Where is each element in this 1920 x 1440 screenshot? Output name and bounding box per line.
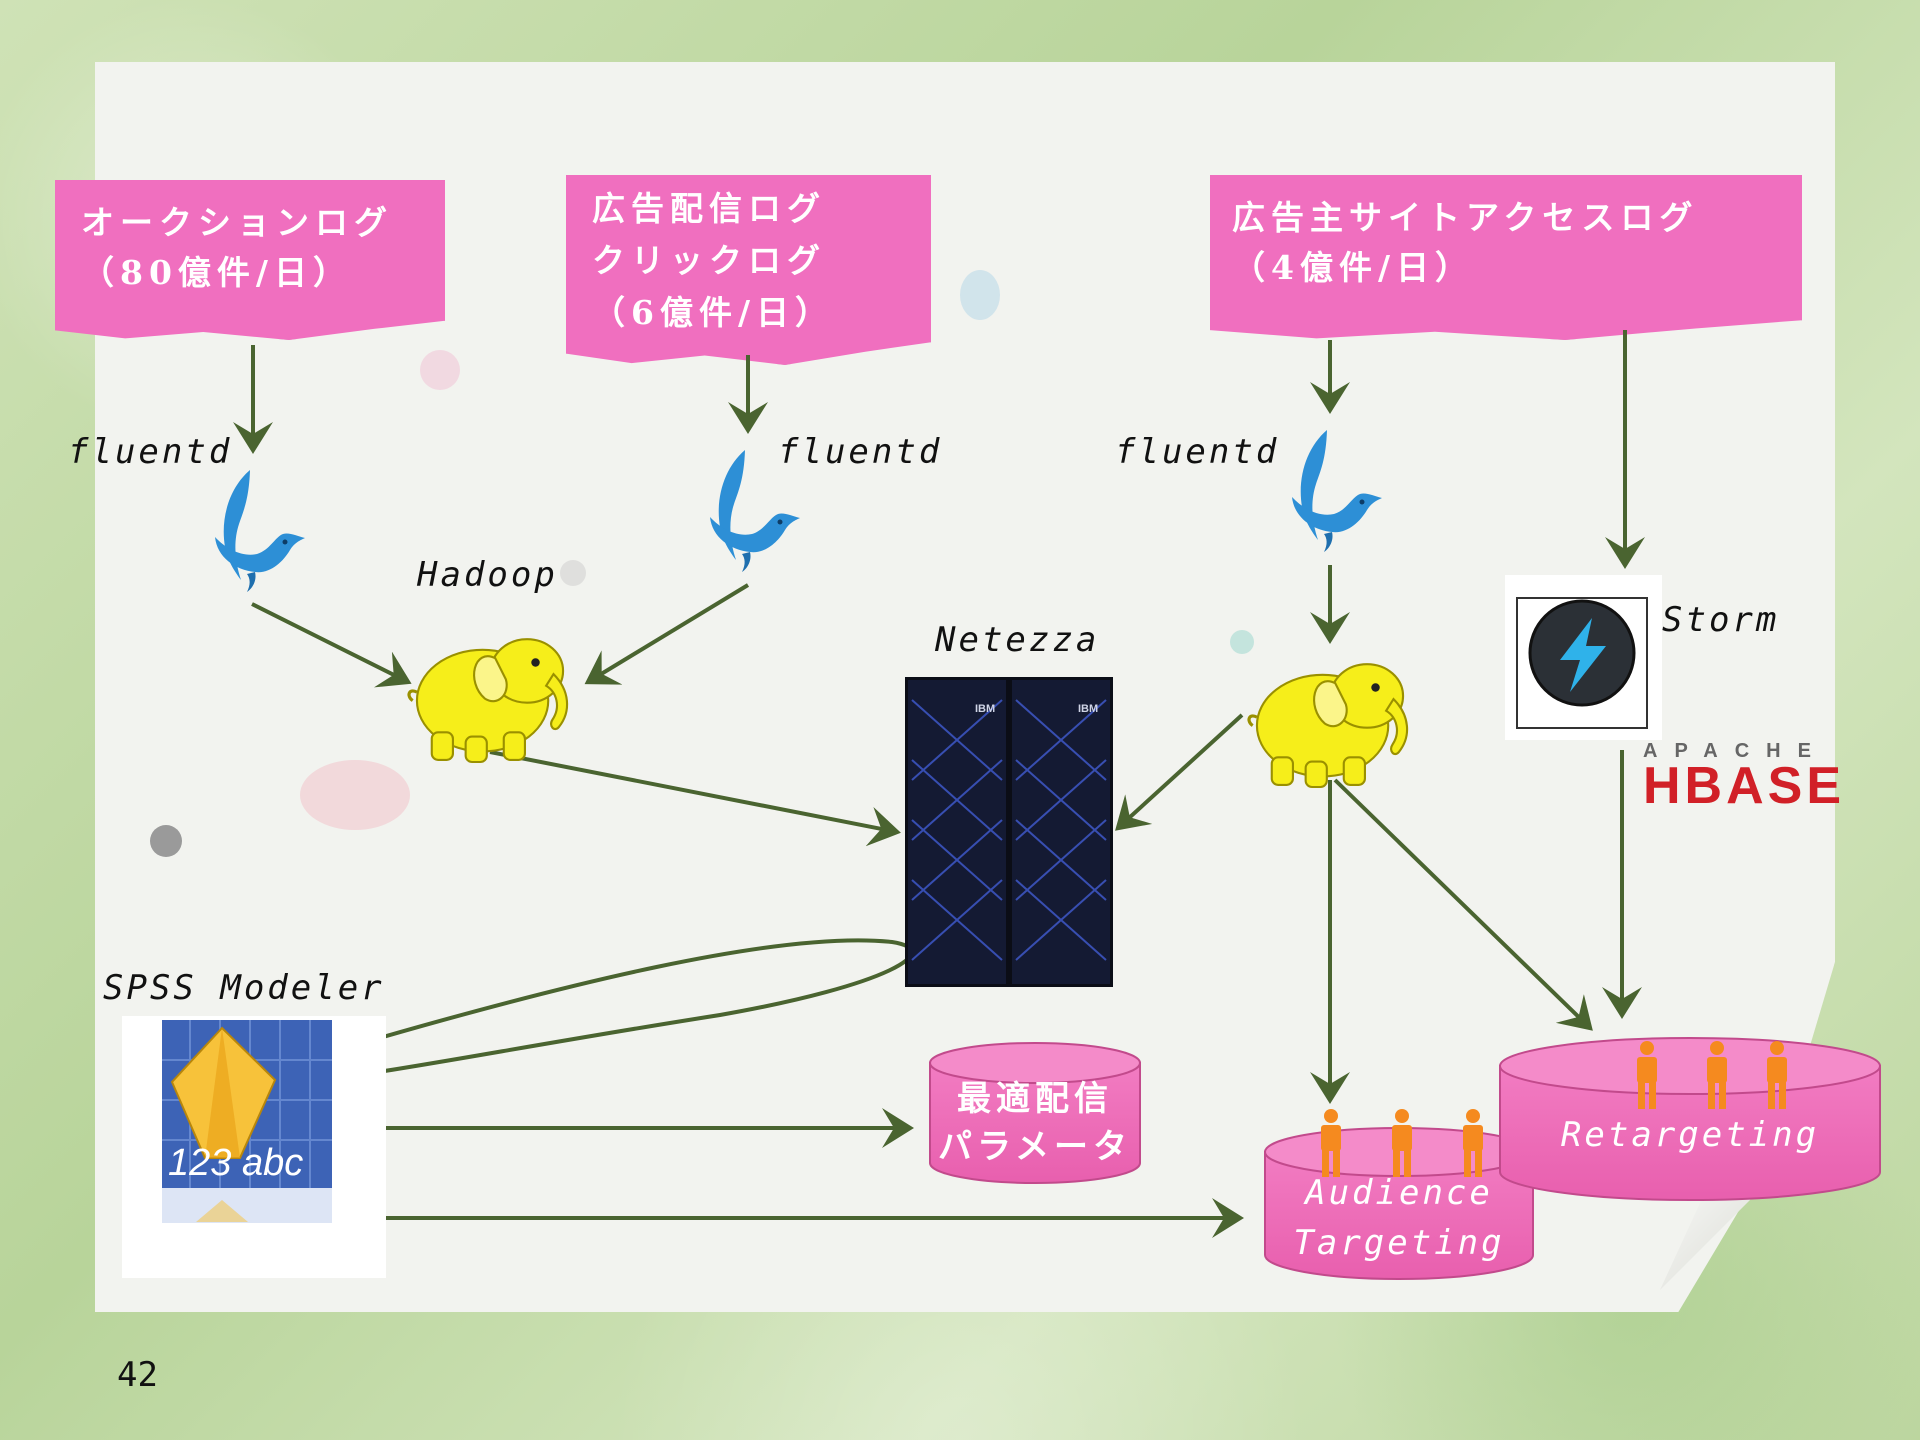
- ink-splat: [960, 270, 1000, 320]
- flow-arrows: [233, 330, 1645, 1238]
- ink-splat: [560, 560, 586, 586]
- db-params-label: 最適配信 パラメータ: [930, 1075, 1140, 1171]
- log-source-advertiser-title: 広告主サイトアクセスログ: [1232, 198, 1699, 237]
- log-source-advertiser-site: 広告主サイトアクセスログ （4億件/日）: [1210, 175, 1802, 340]
- hadoop-elephant-icon: [1247, 662, 1409, 789]
- fluentd-label-1: fluentd: [68, 432, 233, 472]
- ink-splat: [300, 760, 410, 830]
- log-source-ad-delivery: 広告配信ログ クリックログ （6億件/日）: [566, 175, 931, 365]
- netezza-server-icon: IBM IBM: [905, 677, 1113, 987]
- db-params-line2: パラメータ: [938, 1127, 1132, 1167]
- ink-splat: [1230, 630, 1254, 654]
- log-source-click-title: クリックログ: [592, 241, 826, 280]
- fluentd-bird-icon: [1292, 430, 1382, 552]
- storm-lightning-icon: [1505, 575, 1662, 740]
- ink-splat: [150, 825, 182, 857]
- fluentd-label-3: fluentd: [1115, 432, 1280, 472]
- db-audience-label: Audience Targeting: [1265, 1168, 1533, 1268]
- arrow-hadoop-to-netezza: [489, 750, 901, 847]
- spss-modeler-icon: 123 abc: [122, 1016, 386, 1278]
- fluentd-bird-icon: [215, 470, 305, 592]
- storm-label: Storm: [1662, 600, 1780, 640]
- log-source-auction-title: オークションログ: [81, 203, 393, 242]
- arrow-netezza-spss-loop: [344, 938, 914, 1092]
- db-audience-line1: Audience: [1305, 1173, 1493, 1213]
- hadoop-elephant-icon: [407, 637, 569, 764]
- netezza-brand-label: IBM: [1078, 703, 1098, 715]
- fluentd-label-2: fluentd: [778, 432, 943, 472]
- db-params-line1: 最適配信: [957, 1079, 1113, 1119]
- hadoop-label: Hadoop: [417, 555, 558, 595]
- netezza-brand-label: IBM: [975, 703, 995, 715]
- page-number: 42: [117, 1355, 158, 1395]
- log-source-auction-count: （80億件/日）: [81, 253, 352, 292]
- arrow-fluentd2-to-hadoop: [584, 583, 750, 685]
- db-retargeting-label: Retargeting: [1560, 1115, 1820, 1155]
- hbase-logo-main: HBASE: [1643, 757, 1846, 815]
- hbase-logo: APACHE HBASE: [1643, 740, 1868, 815]
- hbase-logo-top: APACHE: [1643, 740, 1828, 762]
- db-retargeting-line1: Retargeting: [1560, 1115, 1820, 1155]
- netezza-label: Netezza: [935, 620, 1100, 660]
- spss-icon-text: 123 abc: [168, 1142, 303, 1184]
- log-source-auction: オークションログ （80億件/日）: [55, 180, 445, 340]
- db-params: [929, 1042, 1141, 1184]
- db-audience-line2: Targeting: [1293, 1223, 1505, 1263]
- log-source-advertiser-count: （4億件/日）: [1232, 248, 1475, 287]
- ink-splat: [420, 350, 460, 390]
- log-source-ad-delivery-count: （6億件/日）: [592, 293, 835, 332]
- log-source-ad-delivery-title: 広告配信ログ: [592, 189, 826, 228]
- arrow-hadoop2-to-retargeting: [1333, 778, 1593, 1031]
- arrow-fluentd1-to-hadoop: [251, 602, 412, 688]
- spss-label: SPSS Modeler: [103, 968, 385, 1008]
- arrow-hadoop2-to-netezza: [1115, 713, 1244, 831]
